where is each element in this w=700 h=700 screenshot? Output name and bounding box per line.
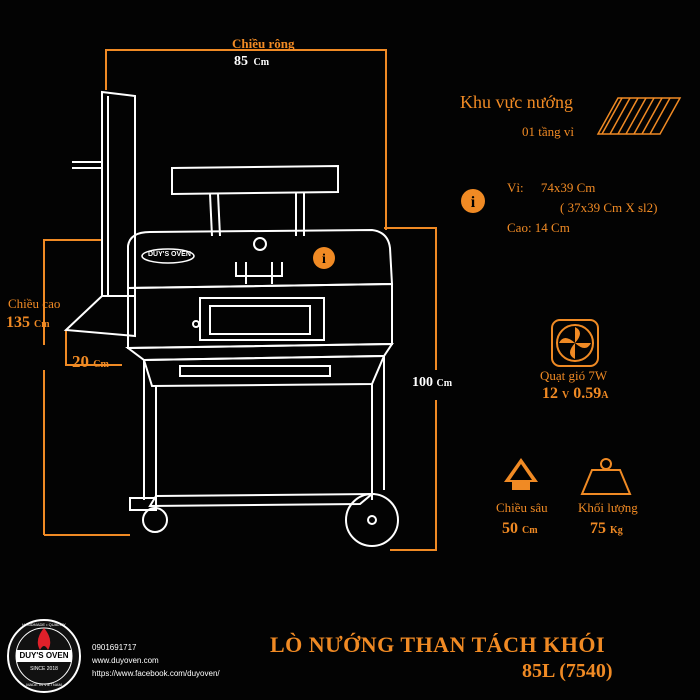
height-value: 135	[6, 314, 30, 331]
grill-area-title: Khu vực nướng	[460, 92, 574, 112]
fan-label: Quạt gió 7W	[540, 368, 608, 383]
logo-since: SINCE 2018	[30, 666, 58, 672]
contact-facebook[interactable]: https://www.facebook.com/duyoven/	[92, 669, 220, 678]
shelf-dimension-line	[65, 330, 122, 366]
thermometer	[253, 237, 267, 251]
rear-wheel-hub	[367, 515, 377, 525]
side-shelf	[63, 295, 136, 338]
logo-ring-top: HANDMADE • QUALITY	[22, 622, 66, 627]
fan-amp-value: 0.59	[573, 385, 602, 402]
width-label: Chiều rộng	[232, 36, 295, 51]
fan-volt-unit: V	[562, 390, 570, 401]
leg-height-value: 100	[412, 375, 433, 390]
width-value-group: 85 Cm	[234, 54, 269, 70]
depth-value-group: 50 Cm	[502, 520, 538, 538]
weight-label: Khối lượng	[578, 500, 638, 515]
lid-handle	[235, 262, 283, 277]
fan-volt-value: 12	[542, 385, 558, 402]
shelf-unit: Cm	[93, 359, 109, 370]
bottom-shelf	[148, 492, 375, 508]
fan-spec-group: 12 V 0.59A	[542, 385, 608, 403]
dimension-lines	[43, 49, 437, 551]
grate-spec-vi: Vỉ: 74x39 Cm	[507, 180, 595, 196]
fan-icon	[551, 319, 599, 367]
logo-name: DUY'S OVEN	[19, 651, 69, 660]
height-label: Chiều cao	[8, 296, 61, 311]
rack-post-left	[209, 193, 213, 237]
grate-vi-label: Vỉ:	[507, 180, 524, 195]
fan-amp-unit: A	[601, 390, 609, 401]
chimney	[101, 90, 136, 297]
rack-post-left-2	[217, 193, 221, 237]
leg-height-unit: Cm	[436, 378, 453, 389]
warming-rack	[171, 164, 339, 196]
info-icon: i	[461, 189, 485, 213]
contact-phone: 0901691717	[92, 643, 137, 652]
door-knob	[192, 320, 200, 328]
height-dimension-line-upper	[43, 239, 102, 345]
depth-unit: Cm	[522, 525, 538, 536]
caster-mount	[129, 497, 157, 511]
grill-lid	[127, 228, 394, 290]
grill-outline	[63, 90, 399, 547]
logo-ring-bottom: MADE IN VIETNAM	[26, 682, 62, 687]
weight-icon	[580, 458, 632, 495]
grill-area-layers: 01 tầng vỉ	[522, 124, 574, 139]
firebox-window-inner	[209, 305, 311, 335]
weight-unit: Kg	[610, 525, 623, 536]
height-unit: Cm	[34, 319, 50, 330]
shelf-value: 20	[72, 352, 89, 371]
leg-height-line-lower	[390, 400, 437, 551]
leg-height-group: 100 Cm	[412, 375, 452, 391]
depth-value: 50	[502, 520, 518, 537]
shelf-value-group: 20 Cm	[72, 352, 109, 372]
weight-value: 75	[590, 520, 606, 537]
rear-wheel	[345, 493, 399, 547]
weight-value-group: 75 Kg	[590, 520, 623, 538]
svg-text:i: i	[471, 194, 476, 211]
firebox-window	[199, 297, 325, 341]
grill-grate-icon	[596, 97, 682, 135]
oven-badge-text: DUY'S OVEN	[148, 251, 191, 258]
caster-wheel	[142, 507, 168, 533]
grate-vi-sub: ( 37x39 Cm X sl2)	[560, 200, 658, 215]
lid-badge	[141, 248, 195, 264]
width-unit: Cm	[253, 57, 270, 68]
leg-height-line-upper	[384, 227, 437, 370]
product-title: LÒ NƯỚNG THAN TÁCH KHÓI	[270, 632, 606, 657]
firebox	[127, 282, 393, 350]
contact-website[interactable]: www.duyoven.com	[92, 656, 159, 665]
svg-text:i: i	[322, 252, 326, 267]
grate-height: Cao: 14 Cm	[507, 220, 570, 235]
width-value: 85	[234, 54, 248, 69]
depth-arrow-icon	[504, 458, 538, 490]
width-dimension-line	[105, 49, 387, 230]
brand-logo	[7, 619, 81, 693]
product-model: 85L (7540)	[522, 660, 613, 682]
depth-label: Chiều sâu	[496, 500, 548, 515]
ash-drawer	[179, 365, 331, 377]
grate-vi-value: 74x39 Cm	[540, 180, 596, 195]
height-value-group: 135 Cm	[6, 314, 50, 332]
lid-info-marker: i	[313, 247, 335, 269]
